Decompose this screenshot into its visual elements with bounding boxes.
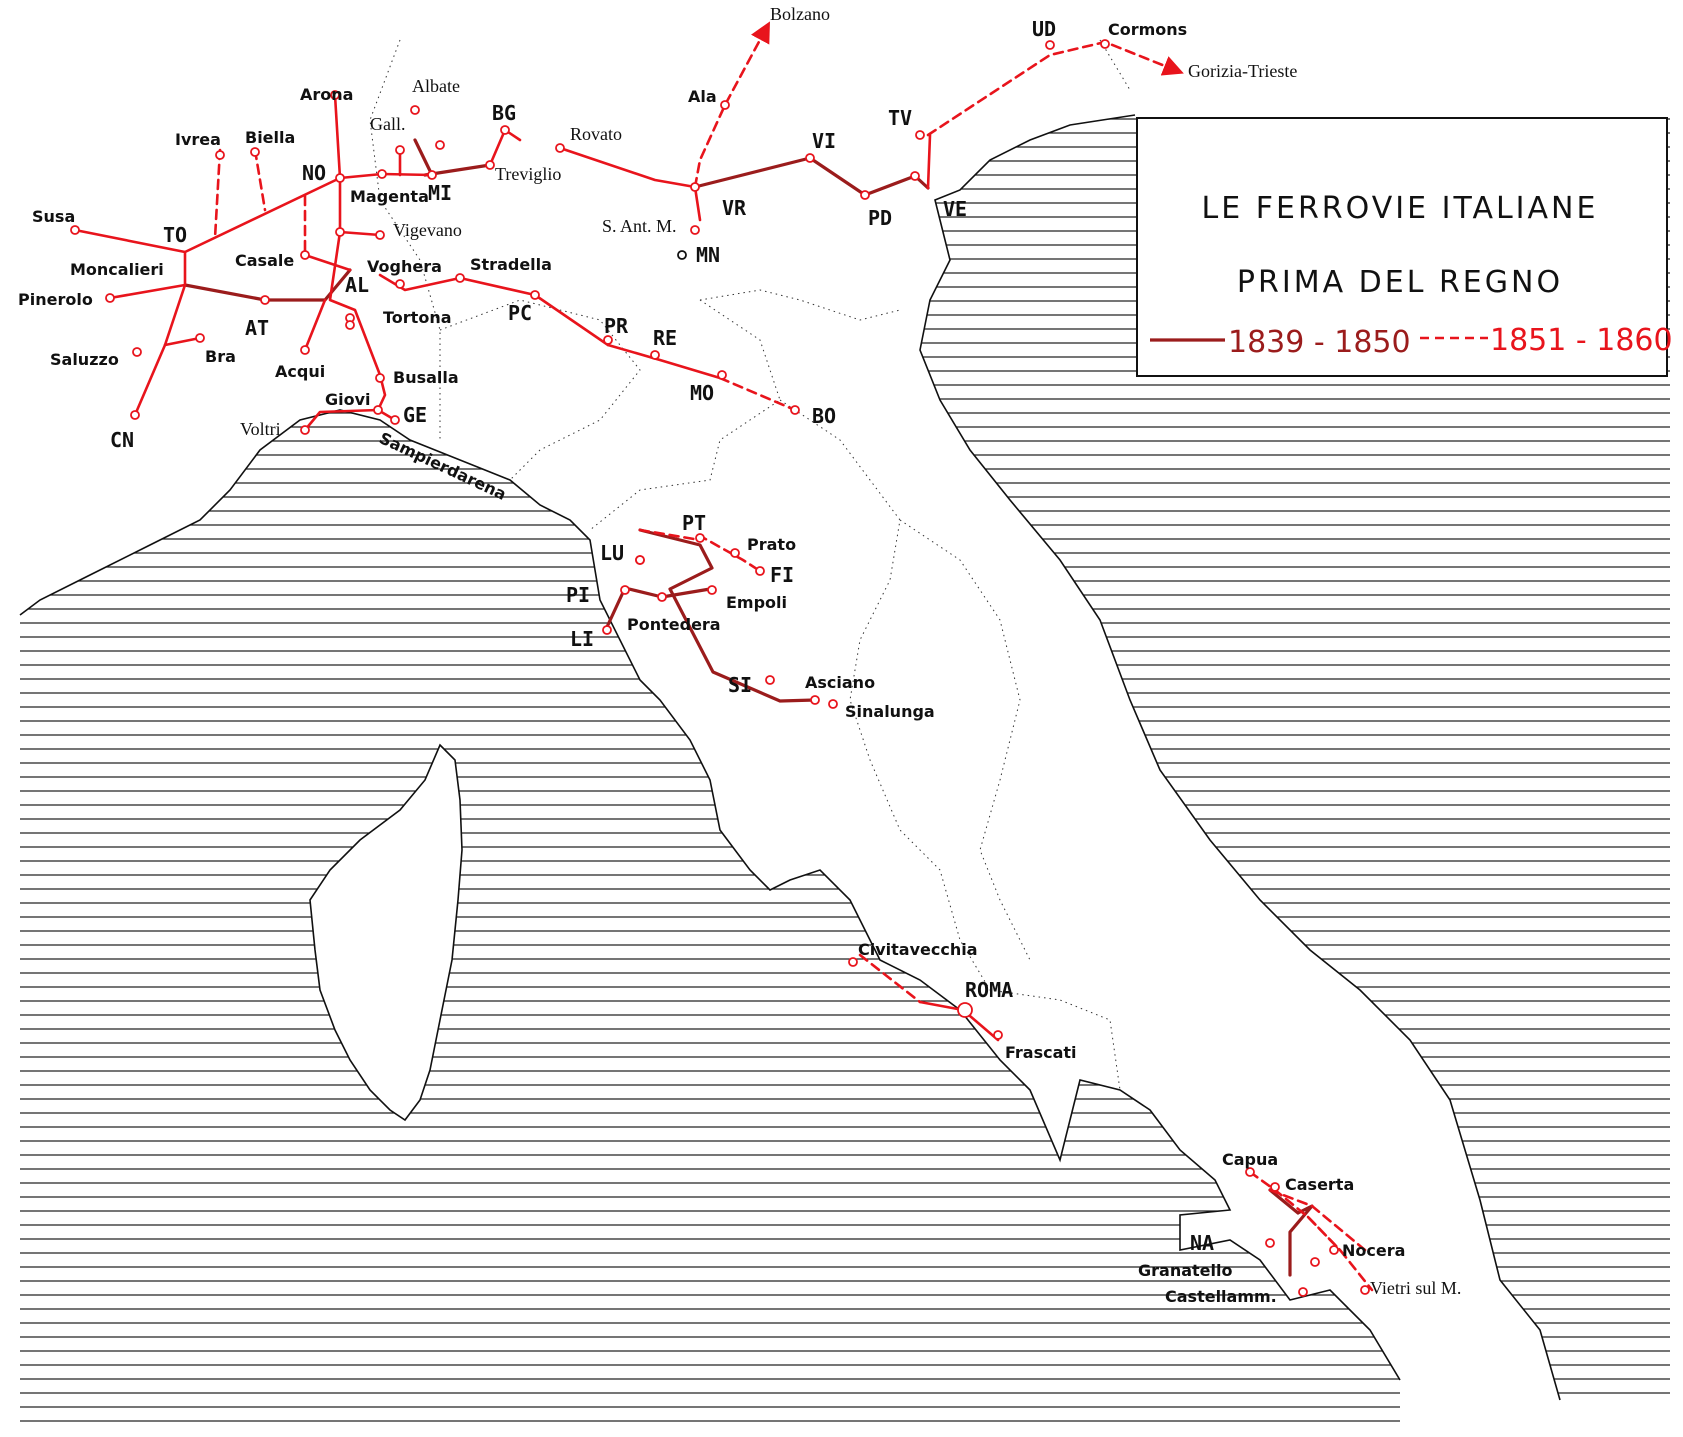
label-al: AL <box>345 273 369 297</box>
label-vi: VI <box>812 129 836 153</box>
legend-label-late: 1851 - 1860 <box>1490 323 1673 358</box>
label-roma: ROMA <box>965 978 1013 1002</box>
label-fi: FI <box>770 563 794 587</box>
label-mo: MO <box>690 381 714 405</box>
label-si: SI <box>728 673 752 697</box>
label-pr: PR <box>604 314 629 338</box>
label-vigevano: Vigevano <box>393 220 462 240</box>
tyrrhenian-sea <box>20 410 1400 1430</box>
label-pontedera: Pontedera <box>627 615 721 634</box>
label-bo: BO <box>812 404 836 428</box>
label-granatello: Granatello <box>1138 1261 1232 1280</box>
label-casale: Casale <box>235 251 294 270</box>
label-vietri: Vietri sul M. <box>1370 1278 1461 1298</box>
label-no: NO <box>302 161 326 185</box>
label-li: LI <box>570 627 594 651</box>
label-biella: Biella <box>245 128 295 147</box>
label-tortona: Tortona <box>383 308 452 327</box>
label-capua: Capua <box>1222 1150 1278 1169</box>
adriatic-sea <box>920 115 1670 1400</box>
label-sinalunga: Sinalunga <box>845 702 935 721</box>
corsica <box>309 743 463 1122</box>
label-bg: BG <box>492 101 516 125</box>
label-arona: Arona <box>300 85 353 104</box>
label-moncalieri: Moncalieri <box>70 260 164 279</box>
label-susa: Susa <box>32 207 75 226</box>
label-voghera: Voghera <box>367 257 442 276</box>
label-ve: VE <box>943 197 967 221</box>
label-bolzano: Bolzano <box>770 4 830 24</box>
label-santm: S. Ant. M. <box>602 216 677 236</box>
label-castellamm: Castellamm. <box>1165 1287 1277 1306</box>
label-lu: LU <box>600 541 624 565</box>
label-civitavecchia: Civitavecchia <box>858 940 978 959</box>
legend-label-early: 1839 - 1850 <box>1228 325 1411 360</box>
label-bra: Bra <box>205 347 236 366</box>
label-ala: Ala <box>688 87 717 106</box>
label-cormons: Cormons <box>1108 20 1187 39</box>
label-busalla: Busalla <box>393 368 459 387</box>
label-tv: TV <box>888 106 912 130</box>
label-magenta: Magenta <box>350 187 429 206</box>
label-gall: Gall. <box>370 114 406 134</box>
label-prato: Prato <box>747 535 796 554</box>
label-albate: Albate <box>412 76 460 96</box>
label-to: TO <box>163 223 187 247</box>
label-saluzzo: Saluzzo <box>50 350 119 369</box>
label-treviglio: Treviglio <box>495 164 561 184</box>
label-voltri: Voltri <box>240 419 281 439</box>
label-ge: GE <box>403 403 427 427</box>
label-giovi: Giovi <box>325 390 371 409</box>
label-rovato: Rovato <box>570 124 622 144</box>
label-caserta: Caserta <box>1285 1175 1354 1194</box>
label-gorizia: Gorizia-Trieste <box>1188 61 1297 81</box>
label-ud: UD <box>1032 17 1056 41</box>
label-pd: PD <box>868 206 892 230</box>
label-na: NA <box>1190 1231 1214 1255</box>
label-pc: PC <box>508 301 532 325</box>
label-cn: CN <box>110 428 134 452</box>
label-ivrea: Ivrea <box>175 130 221 149</box>
label-stradella: Stradella <box>470 255 552 274</box>
label-nocera: Nocera <box>1342 1241 1405 1260</box>
legend-box <box>1136 117 1668 377</box>
label-acqui: Acqui <box>275 362 325 381</box>
label-empoli: Empoli <box>726 593 787 612</box>
legend: LE FERROVIE ITALIANE PRIMA DEL REGNO 183… <box>1136 117 1673 377</box>
label-pinerolo: Pinerolo <box>18 290 93 309</box>
label-re: RE <box>653 326 677 350</box>
station-markers <box>70 39 1370 1297</box>
label-at: AT <box>245 316 269 340</box>
legend-title-line2: PRIMA DEL REGNO <box>1237 265 1563 300</box>
sea-areas <box>20 115 1670 1430</box>
label-mi: MI <box>428 181 452 205</box>
label-frascati: Frascati <box>1005 1043 1077 1062</box>
label-pt: PT <box>682 511 706 535</box>
state-borders <box>369 39 1131 1091</box>
label-vr: VR <box>722 196 747 220</box>
label-asciano: Asciano <box>805 673 875 692</box>
label-pi: PI <box>566 583 590 607</box>
label-mn: MN <box>696 243 720 267</box>
legend-title-line1: LE FERROVIE ITALIANE <box>1202 191 1599 226</box>
